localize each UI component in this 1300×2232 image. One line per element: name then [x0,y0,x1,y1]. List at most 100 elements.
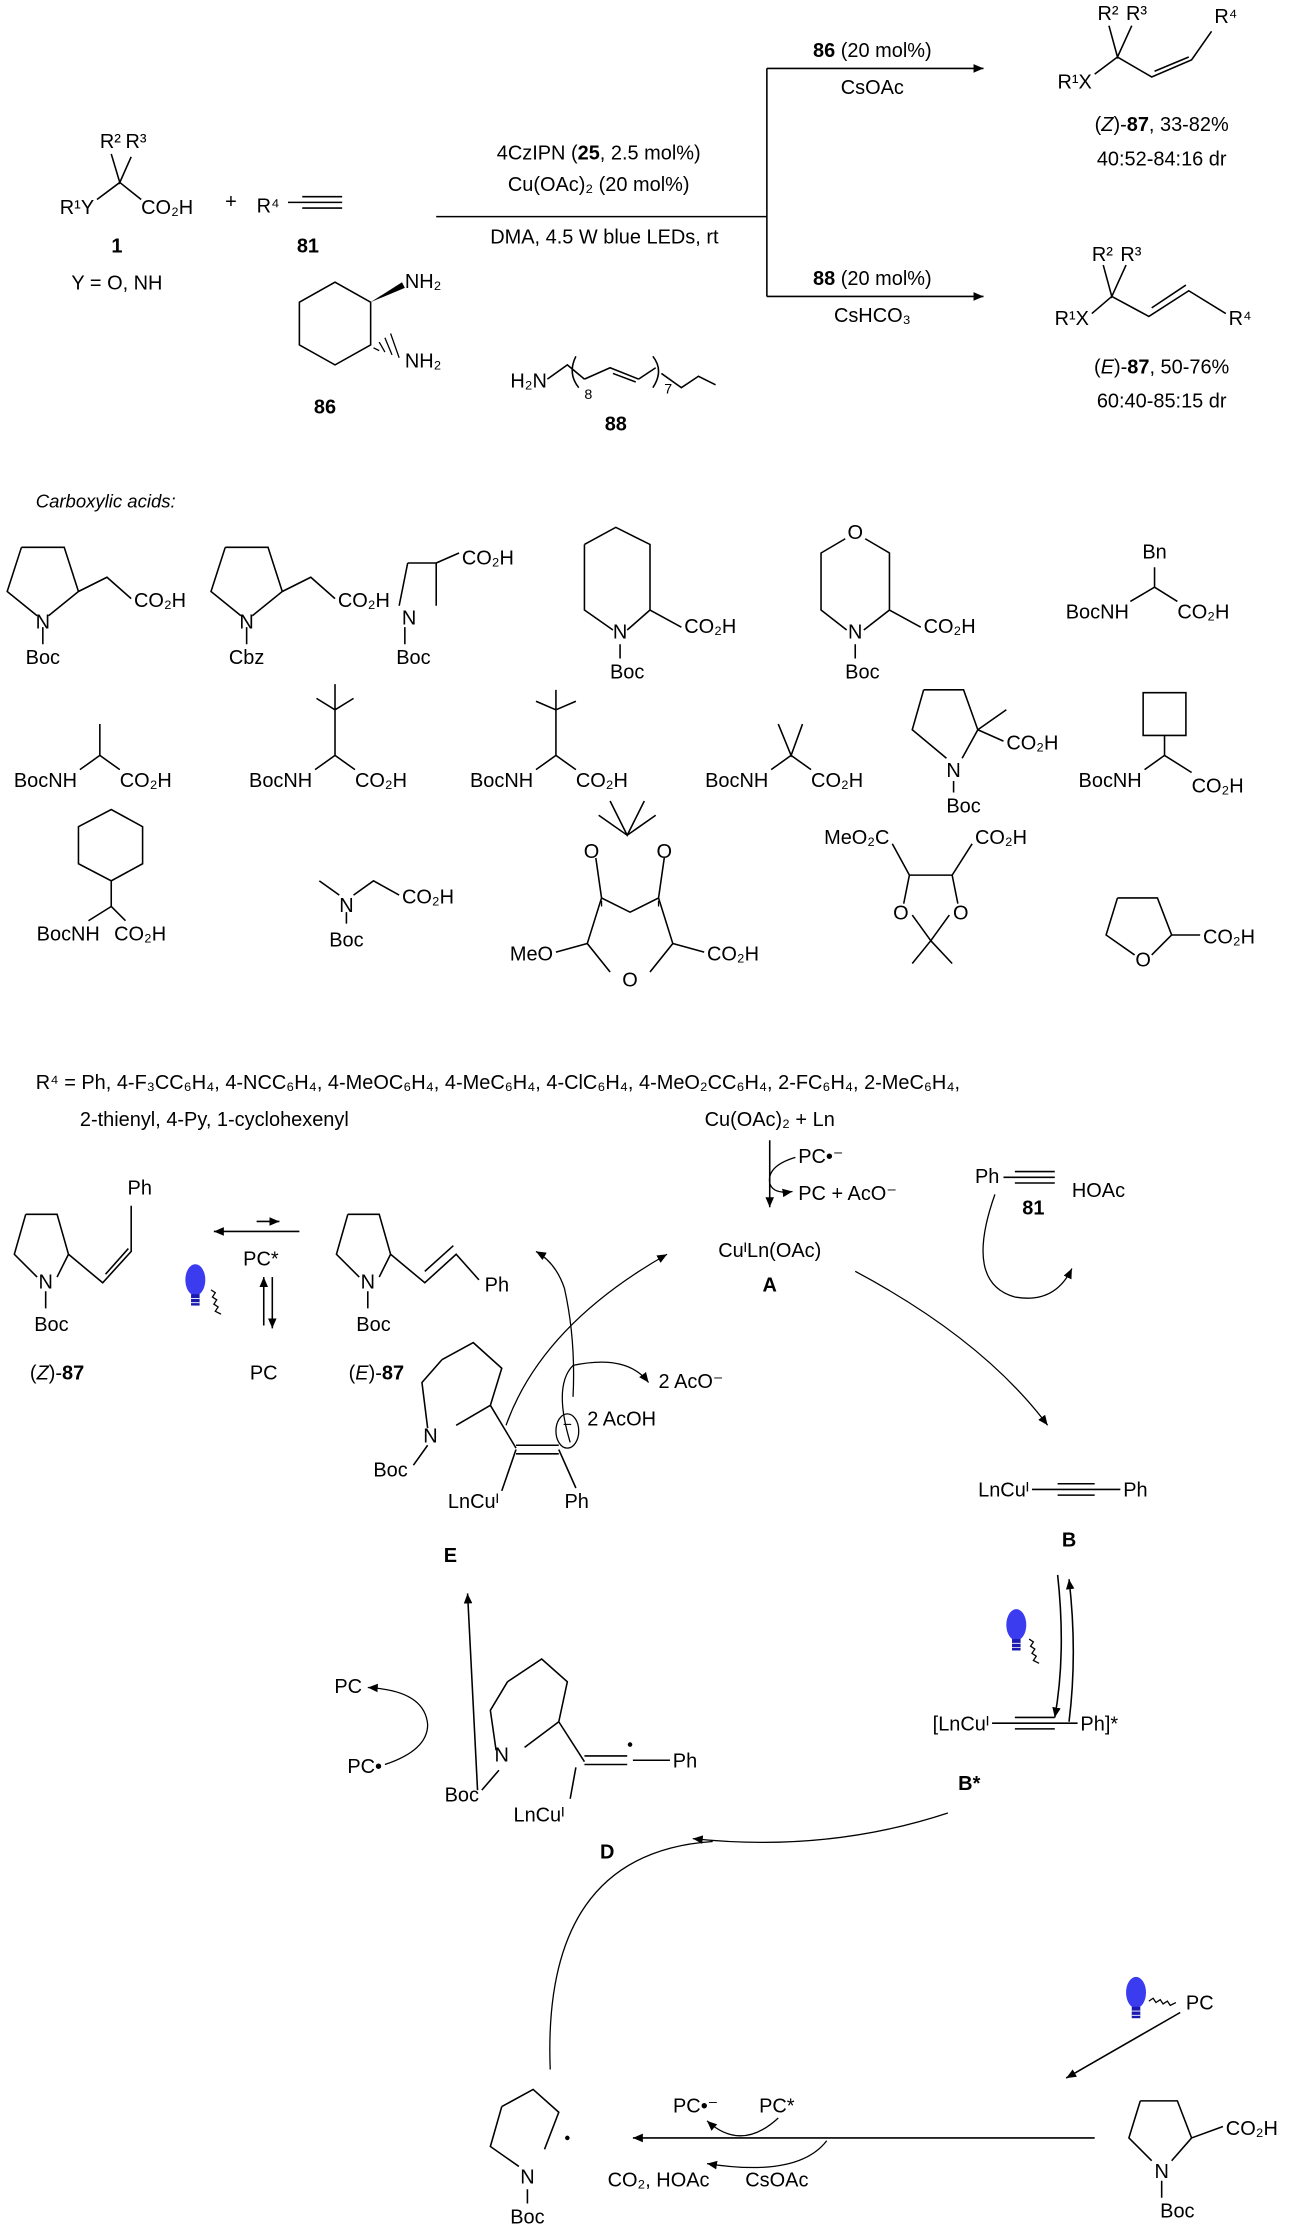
protecting-group-label: Boc [396,647,430,669]
acid-label: CO₂H [1177,602,1229,624]
protecting-group-label: Boc [610,661,644,683]
acid-boc-aib: BocNH CO₂H [705,723,863,792]
r1y-label: R¹Y [60,197,94,219]
r4-scope-line1: R⁴ = Ph, 4-F₃CC₆H₄, 4-NCC₆H₄, 4-MeOC₆H₄,… [36,1072,960,1094]
compound-number: 81 [1022,1197,1044,1219]
protecting-group-label: Boc [329,929,363,951]
light-bulb-icon [1125,1976,1147,2019]
compound-number: 88 [605,413,627,435]
amine-label: BocNH [1079,770,1142,792]
co2-hoac-byproducts: CO₂, HOAc [608,2169,710,2191]
amine-label: BocNH [37,924,100,946]
nitrogen-label: N [38,1271,52,1293]
copper-condition: Cu(OAc)₂ (20 mol%) [508,174,690,196]
acid-label: CO₂H [1203,927,1255,949]
acid-label: CO₂H [924,616,976,638]
product-z-dr: 40:52-84:16 dr [1097,148,1227,170]
copper-precursor: Cu(OAc)₂ + Ln [705,1109,835,1131]
nitrogen-label: N [239,612,253,634]
acid-label: CO₂H [114,924,166,946]
nitrogen-label: N [361,1271,375,1293]
pc-radical-anion: PC•⁻ [798,1146,843,1168]
acid-tetrahydrofuran: O CO₂H [1105,897,1255,971]
r4-label: R⁴ [1214,6,1237,28]
acid-label: CO₂H [1192,775,1244,797]
substituent-label: Bn [1142,542,1166,564]
acid-boc-valine: BocNH CO₂H [249,684,407,792]
product-z-yield: (Z)-87, 33-82% [1095,114,1229,136]
amine-label: H₂N [510,371,547,393]
r4-label: R⁴ [1229,308,1252,330]
nitrogen-label: N [402,607,416,629]
branch-e-base: CsHCO₃ [834,305,911,327]
oxygen-label: O [1135,949,1151,971]
acid-label: CO₂H [462,547,514,569]
acid-1-scheme: N CO₂H Boc 1 [1128,2100,1278,2223]
light-bulb-icon [184,1263,206,1306]
acid-furanose-acetonide: O O O MeO CO₂H [510,800,759,991]
acid-cbz-proline: N Cbz CO₂H [210,546,390,669]
alkyne-81: R⁴ 81 [257,195,343,257]
acid-tartrate-acetonide: MeO₂C CO₂H O O [824,827,1027,965]
oxygen-label: O [953,902,969,924]
compound-number: 81 [297,235,319,257]
r1x-label: R¹X [1055,308,1089,330]
phenyl-label: Ph [673,1750,697,1772]
plus-sign: + [225,191,237,213]
intermediate-a-label: A [763,1274,777,1296]
protecting-group-label: Boc [946,795,980,817]
acid-boc-methylproline: N Boc CO₂H [911,689,1058,817]
intermediate-label: E [444,1545,457,1567]
acid-label: CO₂H [120,770,172,792]
r3-label: R³ [1126,3,1147,25]
intermediate-label: B* [958,1773,980,1795]
nitrogen-label: N [613,622,627,644]
nitrogen-label: N [339,895,353,917]
left-pc-radical: PC• [347,1756,382,1778]
acid-boc-proline: N Boc CO₂H [6,546,186,669]
phenyl-label: Ph [128,1177,152,1199]
compound-number: 86 [314,396,336,418]
acid-boc-sarcosine: N Boc CO₂H [318,879,454,951]
r1x-label: R¹X [1057,71,1091,93]
amine-label: BocNH [470,770,533,792]
acids-heading: Carboxylic acids: [36,490,176,511]
acid-boc-phenylalanine: Bn BocNH CO₂H [1066,542,1230,624]
amine-label: BocNH [705,770,768,792]
intermediate-label: B [1062,1529,1076,1551]
r3-label: R³ [125,131,146,153]
nitrogen-label: N [1154,2161,1168,2183]
carbanion-charge: − [563,1417,572,1434]
compound-1: R² R³ R¹Y CO₂H 1 Y = O, NH [60,131,193,294]
copper-label: [LnCuᴵ [933,1713,990,1735]
light-bulb-icon [1005,1608,1027,1651]
nitrogen-label: N [423,1425,437,1447]
intermediate-label: D [600,1842,614,1864]
csoac-reagent: CsOAc [745,2169,808,2191]
acid-label: CO₂H [338,590,390,612]
nitrogen-label: N [848,622,862,644]
reaction-conditions: 4CzIPN (25, 2.5 mol%) Cu(OAc)₂ (20 mol%)… [436,40,984,327]
ligand-86: NH₂ NH₂ 86 [298,271,442,418]
acid-label: CO₂H [355,770,407,792]
photocatalyst-condition: 4CzIPN (25, 2.5 mol%) [497,143,701,165]
r3-label: R³ [1120,244,1141,266]
hoac-byproduct: HOAc [1072,1180,1125,1202]
acid-label: CO₂H [975,827,1027,849]
ligand-88: H₂N 8 7 88 [510,355,716,435]
amine-label: NH₂ [405,271,442,293]
acid-boc-cyclobutane: BocNH CO₂H [1079,691,1244,797]
product-e-87-scheme: Ph N Boc (E)-87 [335,1213,509,1385]
oxygen-label: O [893,902,909,924]
intermediate-b: LnCuᴵ Ph B [978,1480,1147,1552]
copper-label: LnCuᴵ [513,1805,564,1827]
ester-label: MeO₂C [824,827,889,849]
protecting-group-label: Boc [845,661,879,683]
pc-ground: PC [250,1363,278,1385]
r2-label: R² [1092,244,1113,266]
protecting-group-label: Boc [510,2206,544,2228]
branch-z-base: CsOAc [841,77,904,99]
branch-z-catalyst: 86 (20 mol%) [813,40,932,62]
protecting-group-label: Boc [356,1314,390,1336]
acid-boc-pipecolic: N Boc CO₂H [583,526,736,683]
